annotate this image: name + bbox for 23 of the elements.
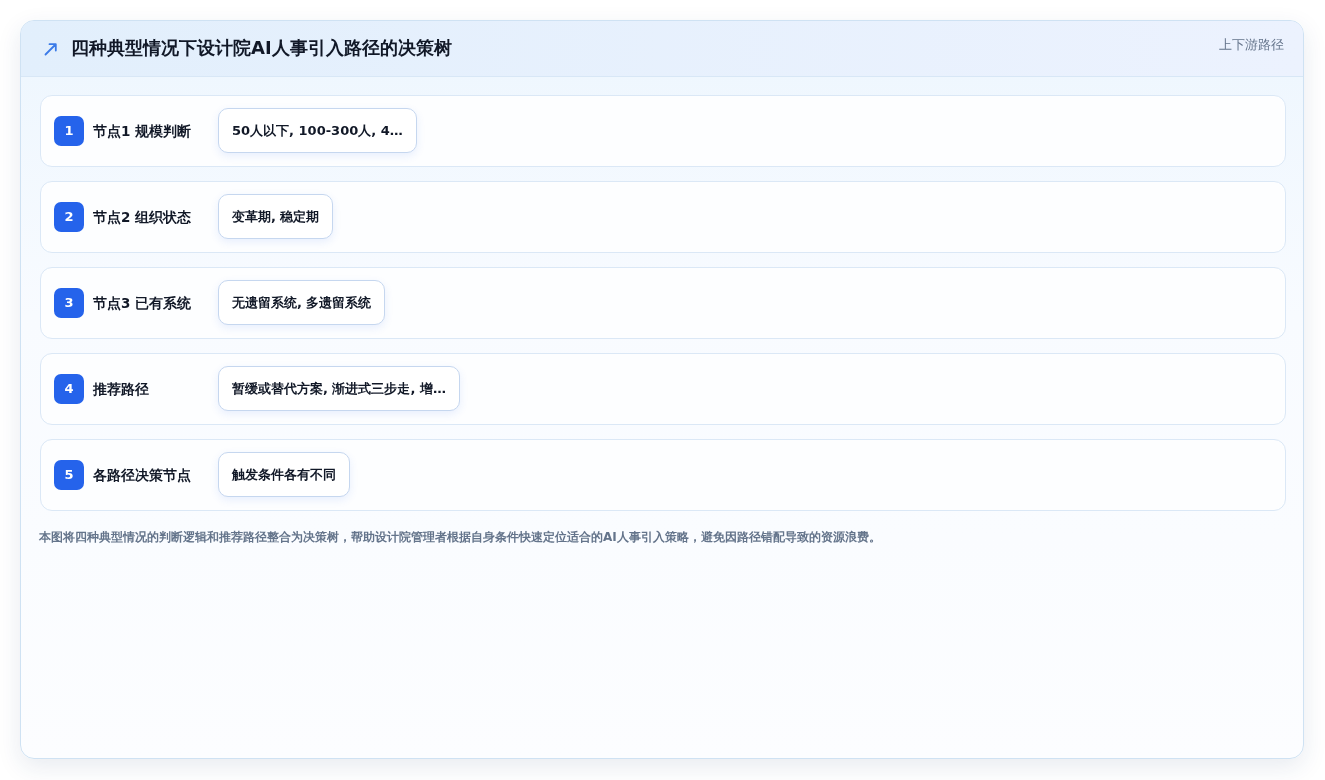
- step-number: 4: [54, 374, 84, 404]
- step-number: 2: [54, 202, 84, 232]
- option-tag: 无遗留系统, 多遗留系统: [218, 280, 386, 325]
- step-number: 5: [54, 460, 84, 490]
- diagram-title: 四种典型情况下设计院AI人事引入路径的决策树: [71, 37, 452, 59]
- step-number: 1: [54, 116, 84, 146]
- row-heading: 节点2 组织状态: [93, 208, 192, 226]
- option-tag: 变革期, 稳定期: [218, 194, 334, 239]
- criterion-row: [40, 267, 1286, 339]
- row-heading: 各路径决策节点: [93, 466, 191, 484]
- criterion-row: [40, 181, 1286, 253]
- option-tag: 50人以下, 100-300人, 4…: [218, 108, 417, 153]
- row-heading: 节点1 规模判断: [93, 122, 192, 140]
- option-tag: 触发条件各有不同: [218, 452, 350, 497]
- criterion-row: [40, 353, 1286, 425]
- criterion-row: [40, 439, 1286, 511]
- section-label: 上下游路径: [1219, 37, 1284, 53]
- caption-text: 本图将四种典型情况的判断逻辑和推荐路径整合为决策树，帮助设计院管理者根据自身条件快速定位适合的AI人事引入策略，避免因路径错配导致的资源浪费。: [39, 529, 881, 545]
- step-number: 3: [54, 288, 84, 318]
- criterion-row: [40, 95, 1286, 167]
- row-heading: 推荐路径: [93, 380, 149, 398]
- row-heading: 节点3 已有系统: [93, 294, 192, 312]
- option-tag: 暂缓或替代方案, 渐进式三步走, 增…: [218, 366, 460, 411]
